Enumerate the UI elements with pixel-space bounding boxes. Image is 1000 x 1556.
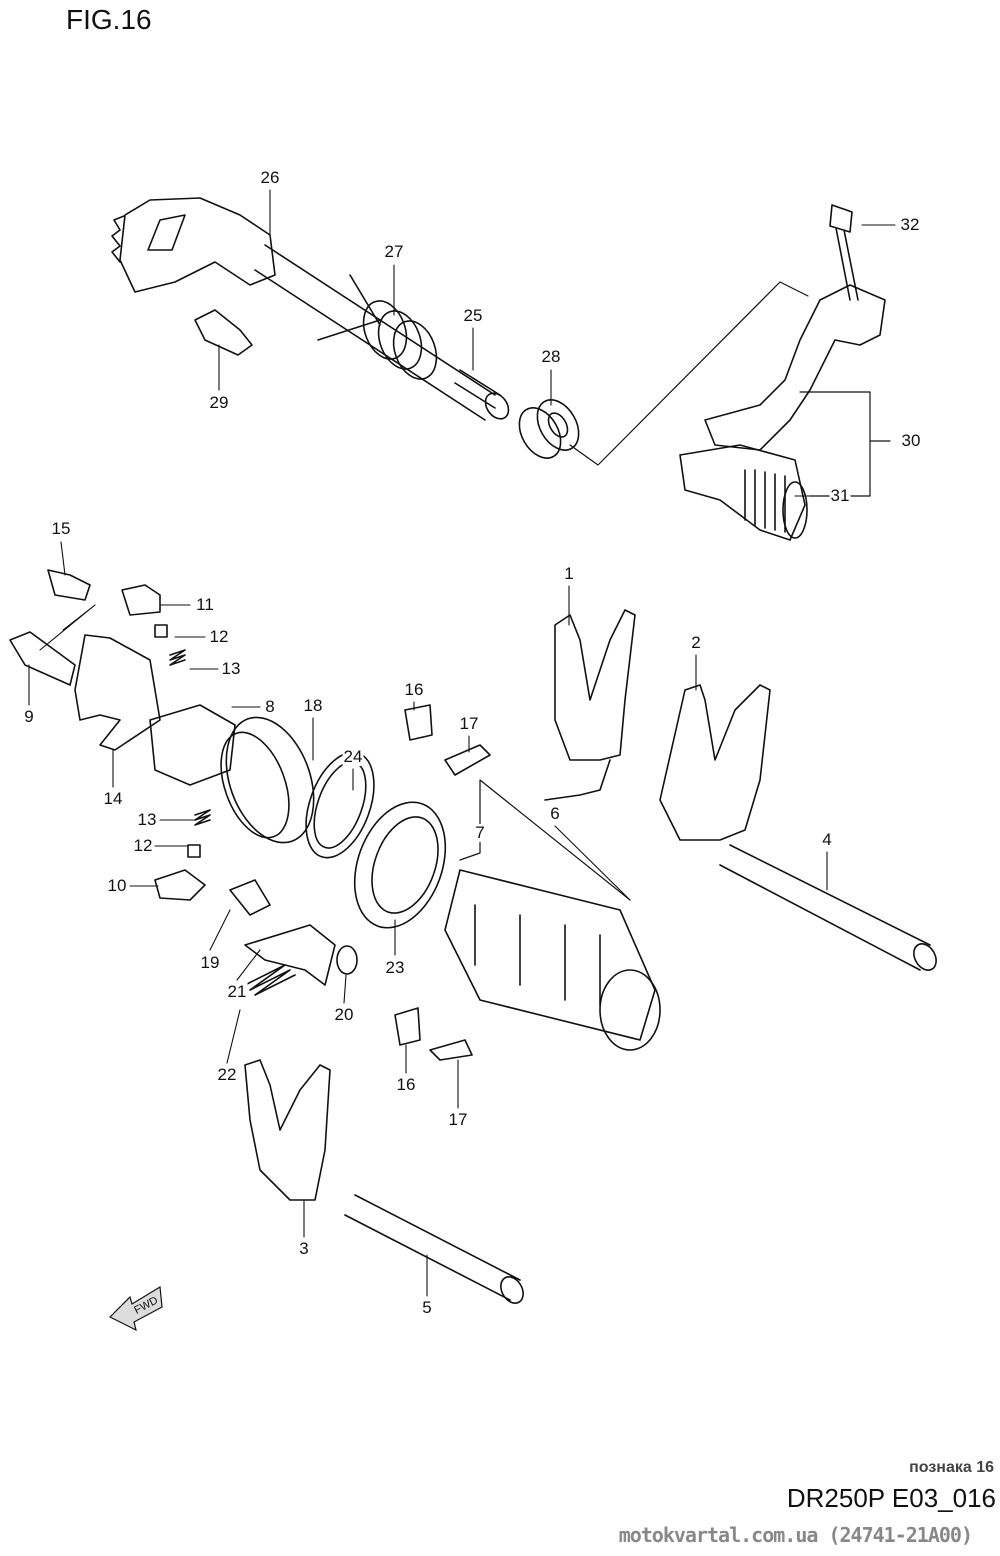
callout-part-9: 9: [23, 707, 35, 726]
watermark: motokvartal.com.ua (24741-21A00): [618, 1523, 973, 1547]
small-parts: [229, 704, 491, 1061]
callout-part-21: 21: [226, 982, 248, 1001]
gearshift-lever: [679, 204, 886, 541]
oil-seal-28: [518, 399, 580, 459]
bearing-and-seal: [305, 751, 447, 929]
callout-part-19: 19: [199, 953, 221, 972]
bolt-29: [194, 309, 253, 356]
callout-part-6: 6: [549, 804, 561, 823]
callout-part-3: 3: [298, 1239, 310, 1258]
shift-forks: [244, 609, 771, 1201]
gearshift-cam-and-stopper: [9, 569, 315, 901]
callout-part-14: 14: [102, 789, 124, 808]
callout-part-24: 24: [342, 747, 364, 766]
callout-part-17: 17: [458, 714, 480, 733]
callout-part-5: 5: [421, 1298, 433, 1317]
callout-part-30: 30: [900, 431, 922, 450]
overlay-caption: познака 16: [909, 1459, 994, 1476]
figure-title: FIG.16: [66, 4, 152, 35]
callout-part-16: 16: [395, 1075, 417, 1094]
callout-part-2: 2: [690, 633, 702, 652]
gearshift-shaft: [111, 197, 510, 421]
callout-part-16: 16: [403, 680, 425, 699]
callout-part-13: 13: [136, 810, 158, 829]
diagram-code: DR250P E03_016: [786, 1483, 996, 1513]
shift-fork-shafts: [344, 844, 937, 1304]
return-spring: [317, 274, 438, 380]
callout-part-26: 26: [259, 168, 281, 187]
callout-part-1: 1: [563, 564, 575, 583]
callout-part-22: 22: [216, 1065, 238, 1084]
callout-part-13: 13: [220, 659, 242, 678]
callout-part-18: 18: [302, 696, 324, 715]
callout-part-28: 28: [540, 347, 562, 366]
callout-part-20: 20: [333, 1005, 355, 1024]
callout-part-12: 12: [132, 836, 154, 855]
callout-part-10: 10: [106, 876, 128, 895]
callout-part-31: 31: [829, 486, 851, 505]
callout-part-4: 4: [821, 830, 833, 849]
callout-part-17: 17: [447, 1110, 469, 1129]
callout-part-12: 12: [208, 627, 230, 646]
callout-part-8: 8: [264, 697, 276, 716]
callout-part-23: 23: [384, 958, 406, 977]
callout-part-29: 29: [208, 393, 230, 412]
callout-part-27: 27: [383, 242, 405, 261]
callout-part-7: 7: [474, 823, 486, 842]
callout-part-15: 15: [50, 519, 72, 538]
fwd-arrow-icon: FWD: [108, 1285, 163, 1332]
leader-lines: [28, 189, 896, 1297]
shift-drum: [444, 869, 661, 1051]
callout-part-25: 25: [462, 306, 484, 325]
callout-part-11: 11: [195, 595, 215, 614]
callout-part-32: 32: [899, 215, 921, 234]
